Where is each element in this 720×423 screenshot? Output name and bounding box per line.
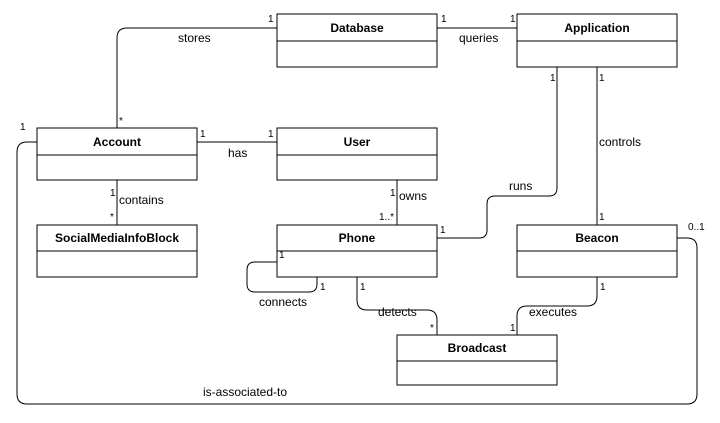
label-queries: queries xyxy=(459,31,498,45)
class-application[interactable]: Application xyxy=(516,13,678,68)
mult-associated-account: 1 xyxy=(20,122,26,133)
label-controls: controls xyxy=(599,135,641,149)
mult-controls-application: 1 xyxy=(599,73,605,84)
mult-runs-application: 1 xyxy=(550,73,556,84)
mult-executes-beacon: 1 xyxy=(600,282,606,293)
edge-is-associated-to xyxy=(16,141,698,405)
mult-owns-user: 1 xyxy=(390,188,396,199)
class-phone-name: Phone xyxy=(339,231,376,245)
mult-stores-account: * xyxy=(119,116,123,127)
mult-queries-application: 1 xyxy=(510,14,516,25)
class-socialmediainfoblock-name: SocialMediaInfoBlock xyxy=(55,231,179,245)
edge-detects xyxy=(356,277,438,335)
class-socialmediainfoblock[interactable]: SocialMediaInfoBlock xyxy=(36,224,198,278)
edge-runs xyxy=(437,67,558,239)
mult-controls-beacon: 1 xyxy=(599,212,605,223)
class-beacon[interactable]: Beacon xyxy=(516,224,678,278)
label-executes: executes xyxy=(529,305,577,319)
edge-executes xyxy=(516,277,598,335)
class-phone[interactable]: Phone xyxy=(276,224,438,278)
class-user-name: User xyxy=(344,135,371,149)
class-user[interactable]: User xyxy=(276,127,438,181)
class-broadcast[interactable]: Broadcast xyxy=(396,334,558,386)
class-account[interactable]: Account xyxy=(36,127,198,181)
mult-executes-broadcast: 1 xyxy=(510,323,516,334)
class-broadcast-name: Broadcast xyxy=(448,341,507,355)
class-database[interactable]: Database xyxy=(276,13,438,68)
class-database-name: Database xyxy=(330,21,384,35)
mult-contains-account: 1 xyxy=(110,188,116,199)
mult-stores-database: 1 xyxy=(268,14,274,25)
mult-queries-database: 1 xyxy=(441,14,447,25)
mult-connects-end: 1 xyxy=(320,282,326,293)
class-application-name: Application xyxy=(564,21,629,35)
class-account-name: Account xyxy=(93,135,141,149)
label-is-associated-to: is-associated-to xyxy=(203,385,287,399)
mult-has-account: 1 xyxy=(200,129,206,140)
class-beacon-name: Beacon xyxy=(575,231,618,245)
mult-detects-broadcast: * xyxy=(430,323,434,334)
label-detects: detects xyxy=(378,305,417,319)
edge-connects xyxy=(246,261,318,293)
mult-connects-start: 1 xyxy=(279,250,285,261)
mult-associated-beacon: 0..1 xyxy=(688,222,705,233)
label-connects: connects xyxy=(259,295,307,309)
mult-has-user: 1 xyxy=(268,129,274,140)
mult-owns-phone: 1..* xyxy=(379,212,394,223)
label-stores: stores xyxy=(178,31,211,45)
label-runs: runs xyxy=(509,179,532,193)
mult-contains-social: * xyxy=(110,212,114,223)
label-has: has xyxy=(228,146,247,160)
label-owns: owns xyxy=(399,189,427,203)
label-contains: contains xyxy=(119,193,164,207)
mult-detects-phone: 1 xyxy=(360,282,366,293)
mult-runs-phone: 1 xyxy=(440,225,446,236)
edge-stores xyxy=(116,27,277,128)
